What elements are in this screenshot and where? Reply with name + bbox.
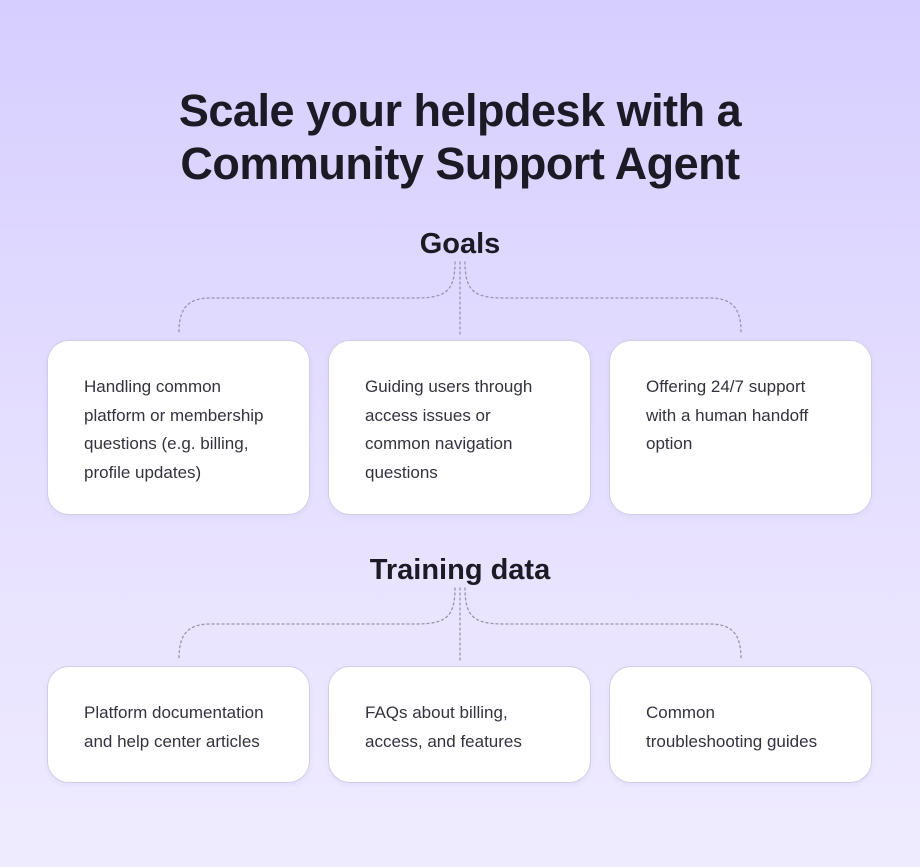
training-card-1: Platform documentation and help center a… [47,666,310,783]
page-title: Scale your helpdesk with a Community Sup… [0,84,920,190]
training-card-2: FAQs about billing, access, and features [328,666,591,783]
goals-heading: Goals [419,228,501,260]
goal-card-3: Offering 24/7 support with a human hando… [609,340,872,515]
page-title-line-2: Community Support Agent [180,138,740,189]
training-data-heading: Training data [369,554,551,586]
goals-connector-left [178,261,456,333]
goal-card-2: Guiding users through access issues or c… [328,340,591,515]
training-connector-right [464,587,742,659]
goal-card-1: Handling common platform or membership q… [47,340,310,515]
page-title-line-1: Scale your helpdesk with a [178,85,742,136]
goals-connector-right [464,261,742,333]
training-card-3: Common troubleshooting guides [609,666,872,783]
training-connector-left [178,587,456,659]
